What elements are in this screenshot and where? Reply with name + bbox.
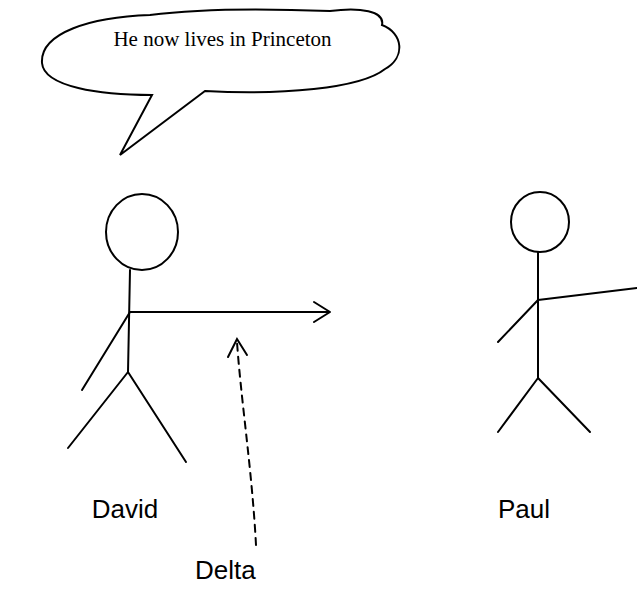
leader-line: [237, 342, 256, 545]
paul-head: [511, 192, 569, 252]
speech-bubble: He now lives in Princeton: [40, 5, 405, 100]
bubble-outline: [42, 9, 399, 155]
paul-leg: [498, 378, 538, 432]
paul-leg: [538, 378, 590, 432]
david-leg: [128, 372, 186, 462]
david-leg: [68, 372, 128, 448]
arrow-connector: [190, 311, 330, 313]
david-head: [106, 194, 178, 270]
arrow-label: Delta: [195, 555, 256, 586]
bubble-outline: [40, 5, 405, 100]
david-body: [128, 270, 130, 372]
person-figure: Paul: [330, 190, 620, 525]
leader-arrowhead: [228, 339, 247, 357]
paul-arm: [498, 300, 538, 342]
paul-body: [537, 252, 539, 378]
person-figure: David: [60, 190, 190, 525]
david-arm: [130, 311, 190, 313]
person-name: David: [92, 494, 158, 525]
paul-arm: [538, 288, 637, 300]
person-name: Paul: [498, 494, 550, 525]
speech-text: He now lives in Princeton: [113, 27, 331, 52]
